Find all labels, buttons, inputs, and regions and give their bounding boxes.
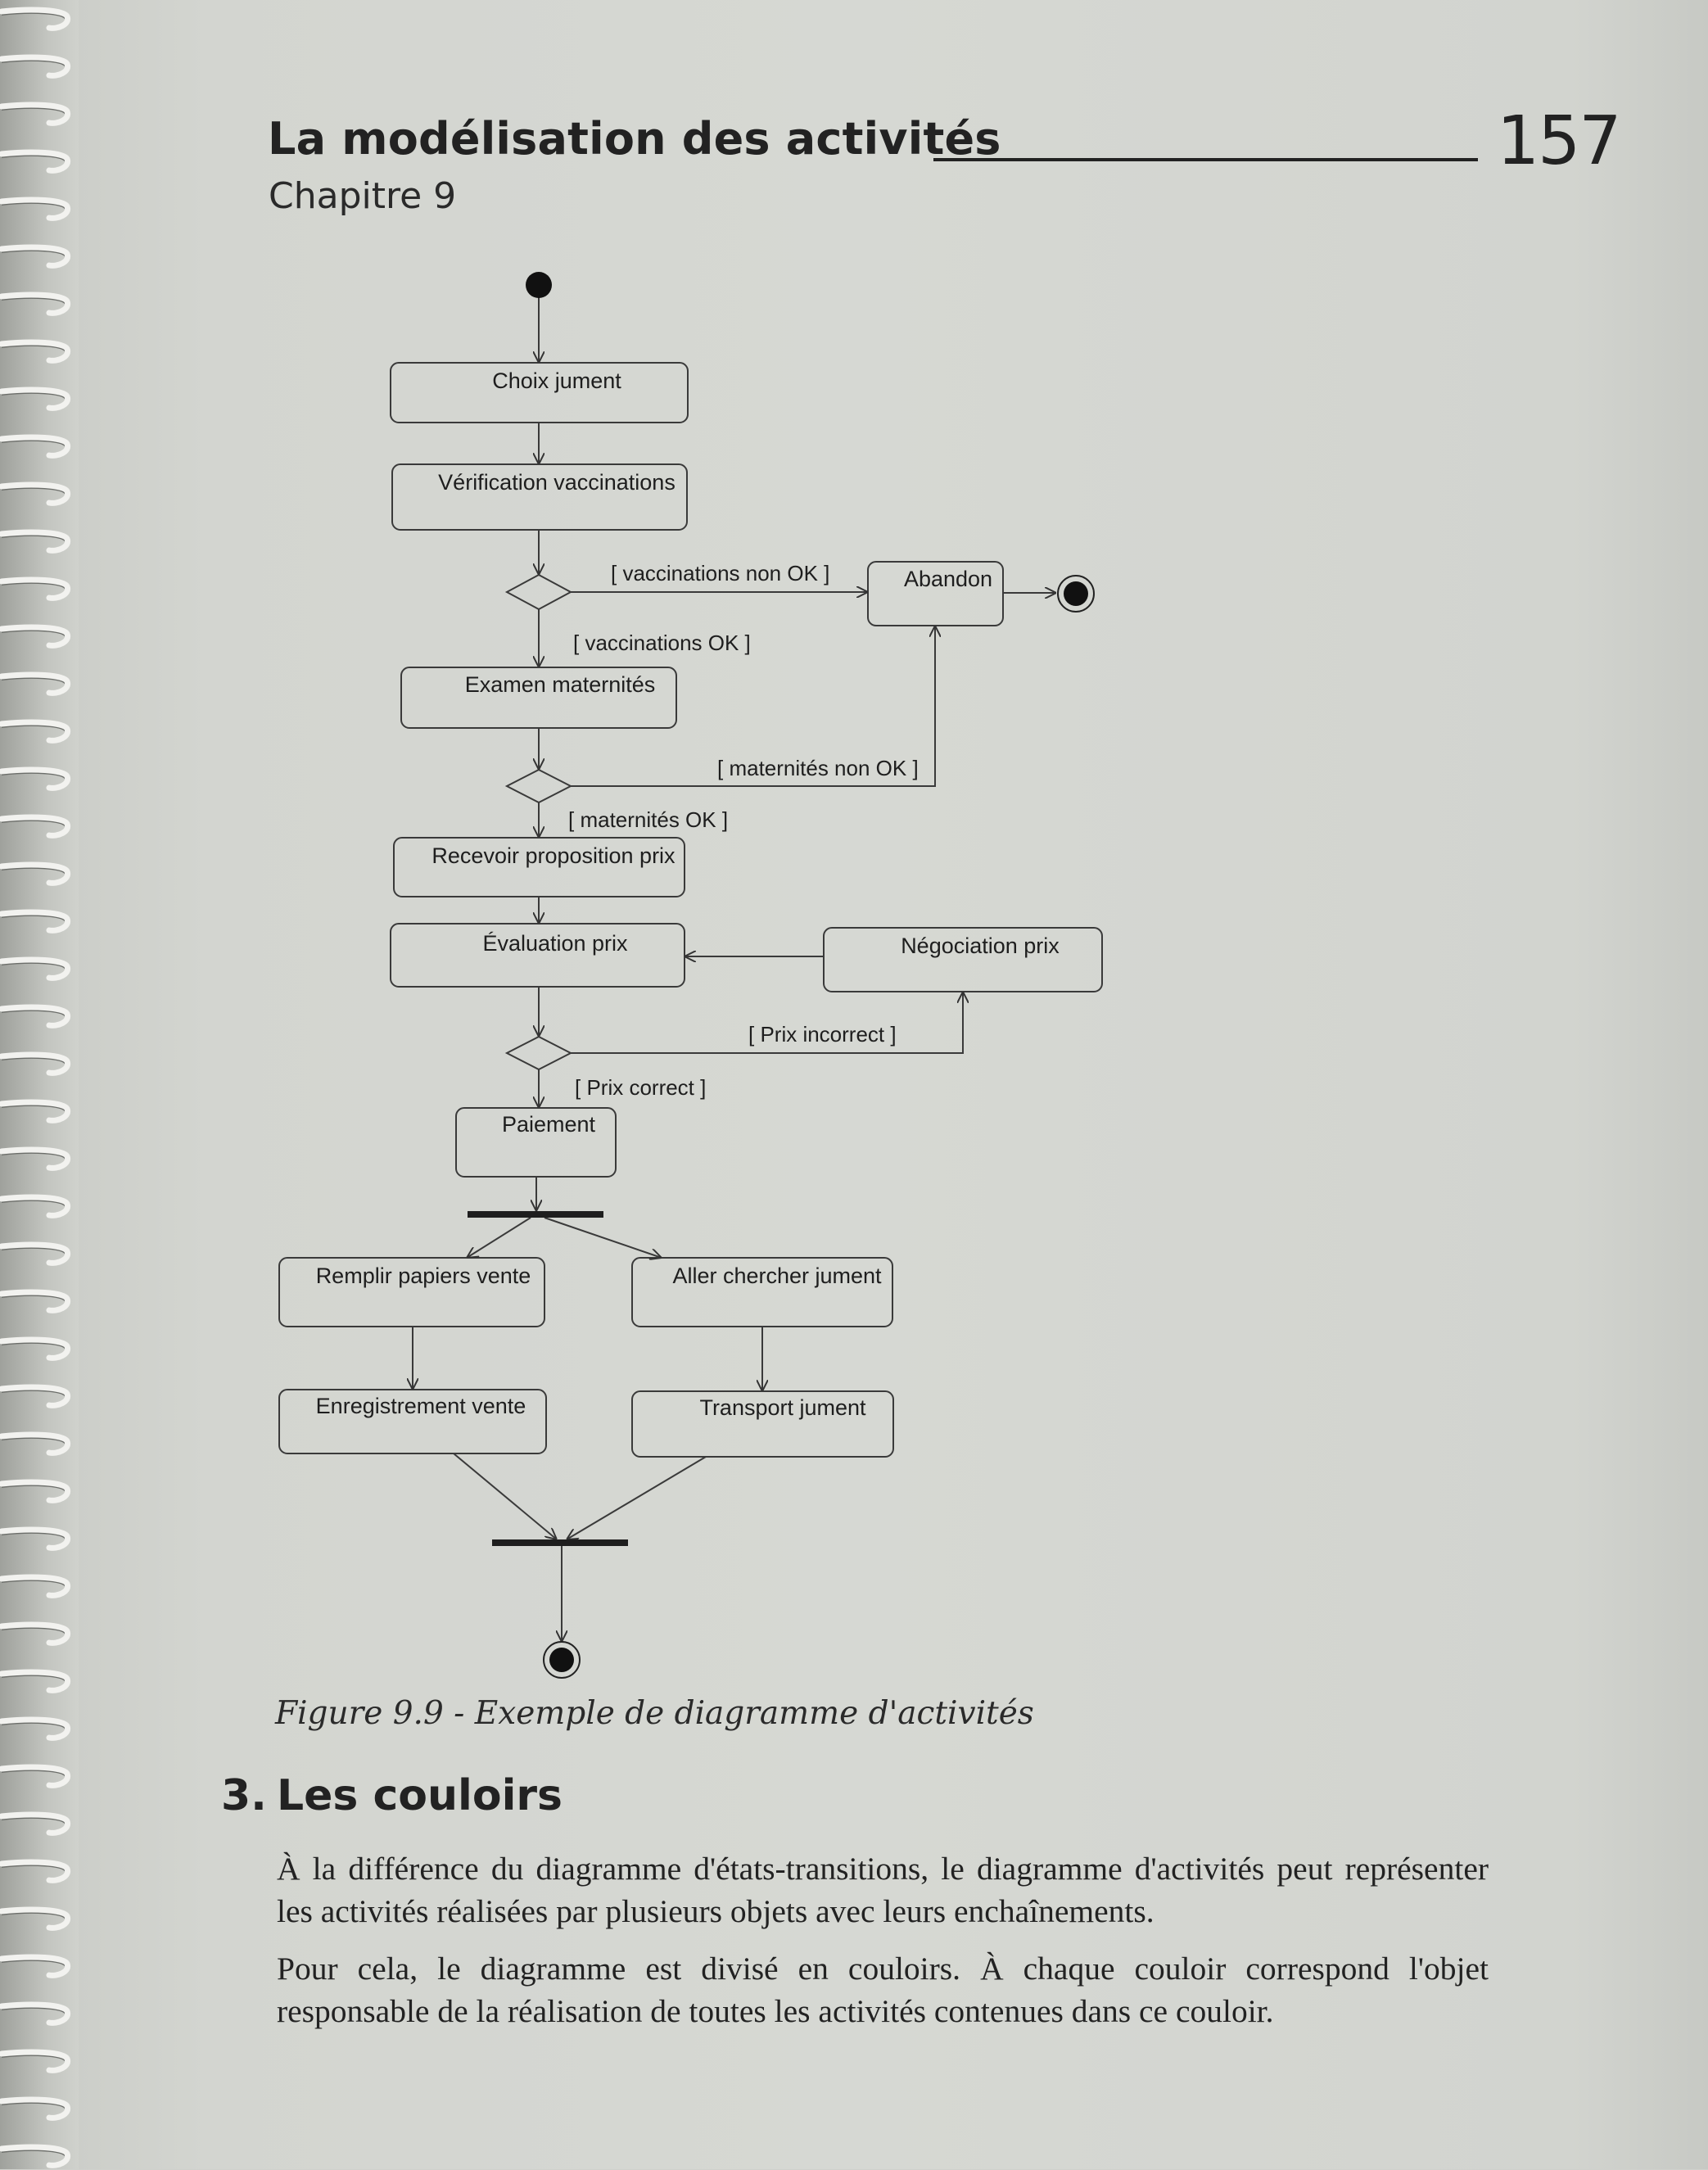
binding-ring [0, 2144, 71, 2168]
binding-ring [0, 1574, 71, 1598]
binding-ring [0, 292, 71, 316]
binding-ring [0, 102, 71, 126]
figure-caption: Figure 9.9 - Exemple de diagramme d'acti… [275, 1695, 1034, 1732]
binding-ring [0, 149, 71, 174]
flow-transport-to-join [567, 1456, 707, 1539]
label-verification: Vérification vaccinations [438, 470, 676, 495]
binding-ring [0, 1004, 71, 1028]
binding-ring [0, 861, 71, 886]
binding-ring [0, 576, 71, 601]
flow-mat-non-ok [571, 626, 935, 787]
section-title: Les couloirs [277, 1771, 563, 1820]
binding-ring [0, 434, 71, 459]
binding-ring [0, 1384, 71, 1408]
binding-ring [0, 529, 71, 554]
label-evaluation: Évaluation prix [482, 931, 628, 956]
binding-ring [0, 197, 71, 221]
label-examen: Examen maternités [465, 672, 656, 697]
binding-ring [0, 2001, 71, 2026]
binding-ring [0, 1526, 71, 1551]
binding-ring [0, 671, 71, 696]
guard-vacc-non-ok: [ vaccinations non OK ] [611, 561, 829, 585]
binding-ring [0, 244, 71, 269]
binding-ring [0, 2049, 71, 2073]
spiral-binding [0, 0, 79, 2169]
guard-mat-non-ok: [ maternités non OK ] [717, 756, 919, 780]
decision-vaccinations [504, 573, 573, 611]
binding-ring [0, 339, 71, 364]
join-bar [492, 1539, 628, 1546]
page-number: 157 [1497, 102, 1622, 180]
binding-ring [0, 814, 71, 839]
binding-ring [0, 1859, 71, 1883]
binding-ring [0, 1431, 71, 1456]
binding-ring [0, 766, 71, 791]
binding-ring [0, 1241, 71, 1266]
binding-ring [0, 54, 71, 79]
binding-ring [0, 7, 71, 31]
binding-ring [0, 1051, 71, 1076]
binding-ring [0, 1099, 71, 1123]
label-transport: Transport jument [699, 1395, 866, 1420]
paragraph-1: À la différence du diagramme d'états-tra… [277, 1851, 1489, 1929]
label-enregistrement: Enregistrement vente [316, 1394, 526, 1418]
binding-ring [0, 1621, 71, 1646]
label-choix-jument: Choix jument [492, 368, 621, 393]
binding-ring [0, 387, 71, 411]
binding-ring [0, 909, 71, 934]
binding-ring [0, 1811, 71, 1836]
running-header-title: La modélisation des activités [268, 113, 1001, 165]
binding-ring [0, 1906, 71, 1931]
fork-bar [468, 1211, 603, 1218]
header-rule [933, 158, 1478, 161]
binding-ring [0, 1289, 71, 1313]
section-number: 3. [221, 1771, 267, 1820]
guard-mat-ok: [ maternités OK ] [568, 807, 728, 832]
label-abandon: Abandon [904, 567, 992, 591]
guard-prix-correct: [ Prix correct ] [575, 1075, 706, 1100]
paragraph-2: Pour cela, le diagramme est divisé en co… [277, 1951, 1489, 2029]
label-remplir: Remplir papiers vente [316, 1264, 531, 1288]
binding-ring [0, 1194, 71, 1218]
flow-prix-incorrect [571, 992, 963, 1054]
decision-prix [504, 1035, 573, 1071]
label-recevoir: Recevoir proposition prix [432, 843, 676, 868]
guard-prix-incorrect: [ Prix incorrect ] [748, 1022, 897, 1047]
binding-ring [0, 1479, 71, 1503]
binding-ring [0, 481, 71, 506]
binding-ring [0, 624, 71, 649]
binding-ring [0, 719, 71, 744]
binding-ring [0, 1716, 71, 1741]
initial-node [526, 272, 552, 298]
binding-ring [0, 1954, 71, 1978]
flow-fork-to-aller [544, 1217, 662, 1258]
binding-ring [0, 1764, 71, 1788]
binding-ring [0, 2096, 71, 2121]
label-negociation: Négociation prix [901, 934, 1060, 958]
binding-ring [0, 956, 71, 981]
binding-ring [0, 1336, 71, 1361]
binding-ring [0, 1146, 71, 1171]
guard-vacc-ok: [ vaccinations OK ] [573, 631, 751, 655]
flow-fork-to-remplir [467, 1217, 531, 1258]
binding-ring [0, 1669, 71, 1693]
label-paiement: Paiement [502, 1112, 596, 1137]
final-node-abandon [1057, 575, 1095, 613]
label-aller: Aller chercher jument [672, 1264, 882, 1288]
decision-maternites [504, 768, 573, 804]
flow-enregistrement-to-join [453, 1453, 557, 1539]
final-node-end [543, 1641, 581, 1679]
chapter-label: Chapitre 9 [269, 175, 457, 217]
